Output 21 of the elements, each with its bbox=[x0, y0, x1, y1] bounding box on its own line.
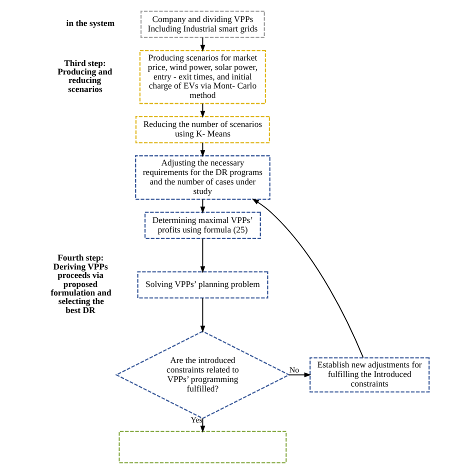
arrow bbox=[252, 198, 364, 358]
node-box bbox=[118, 430, 287, 464]
node-box: Company and dividing VPPs Including Industrial smart grids bbox=[140, 10, 265, 38]
node-box: Solving VPPs’ planning problem bbox=[137, 271, 268, 299]
node-box: Establish new adjustments for fulfilling the Introduced constraints bbox=[310, 357, 430, 392]
arrow bbox=[200, 198, 206, 214]
arrow bbox=[200, 298, 206, 333]
arrow bbox=[200, 37, 206, 52]
arrow bbox=[200, 142, 206, 158]
edge-label: No bbox=[289, 366, 300, 375]
node-box: Reducing the number of scenarios using K- Means bbox=[135, 116, 270, 144]
node-box: Determining maximal VPPs’ profits using formula (25) bbox=[144, 212, 261, 240]
label: Fourth step: Deriving VPPs proceeds via proposed formulation and selecting the best DR bbox=[50, 252, 112, 315]
node-box: Producing scenarios for market price, wind power, solar power, entry - exit times, and initial charge of EVs via Mont- Carlo method bbox=[139, 50, 266, 104]
node-box: Adjusting the necessary requirements for the DR programs and the number of cases under study bbox=[135, 155, 270, 200]
arrow bbox=[200, 238, 206, 274]
label: Third step: Producing and reducing scenarios bbox=[58, 58, 112, 94]
label: in the system bbox=[66, 18, 115, 28]
arrow bbox=[288, 372, 312, 378]
arrow bbox=[200, 418, 206, 433]
arrow bbox=[200, 103, 206, 118]
